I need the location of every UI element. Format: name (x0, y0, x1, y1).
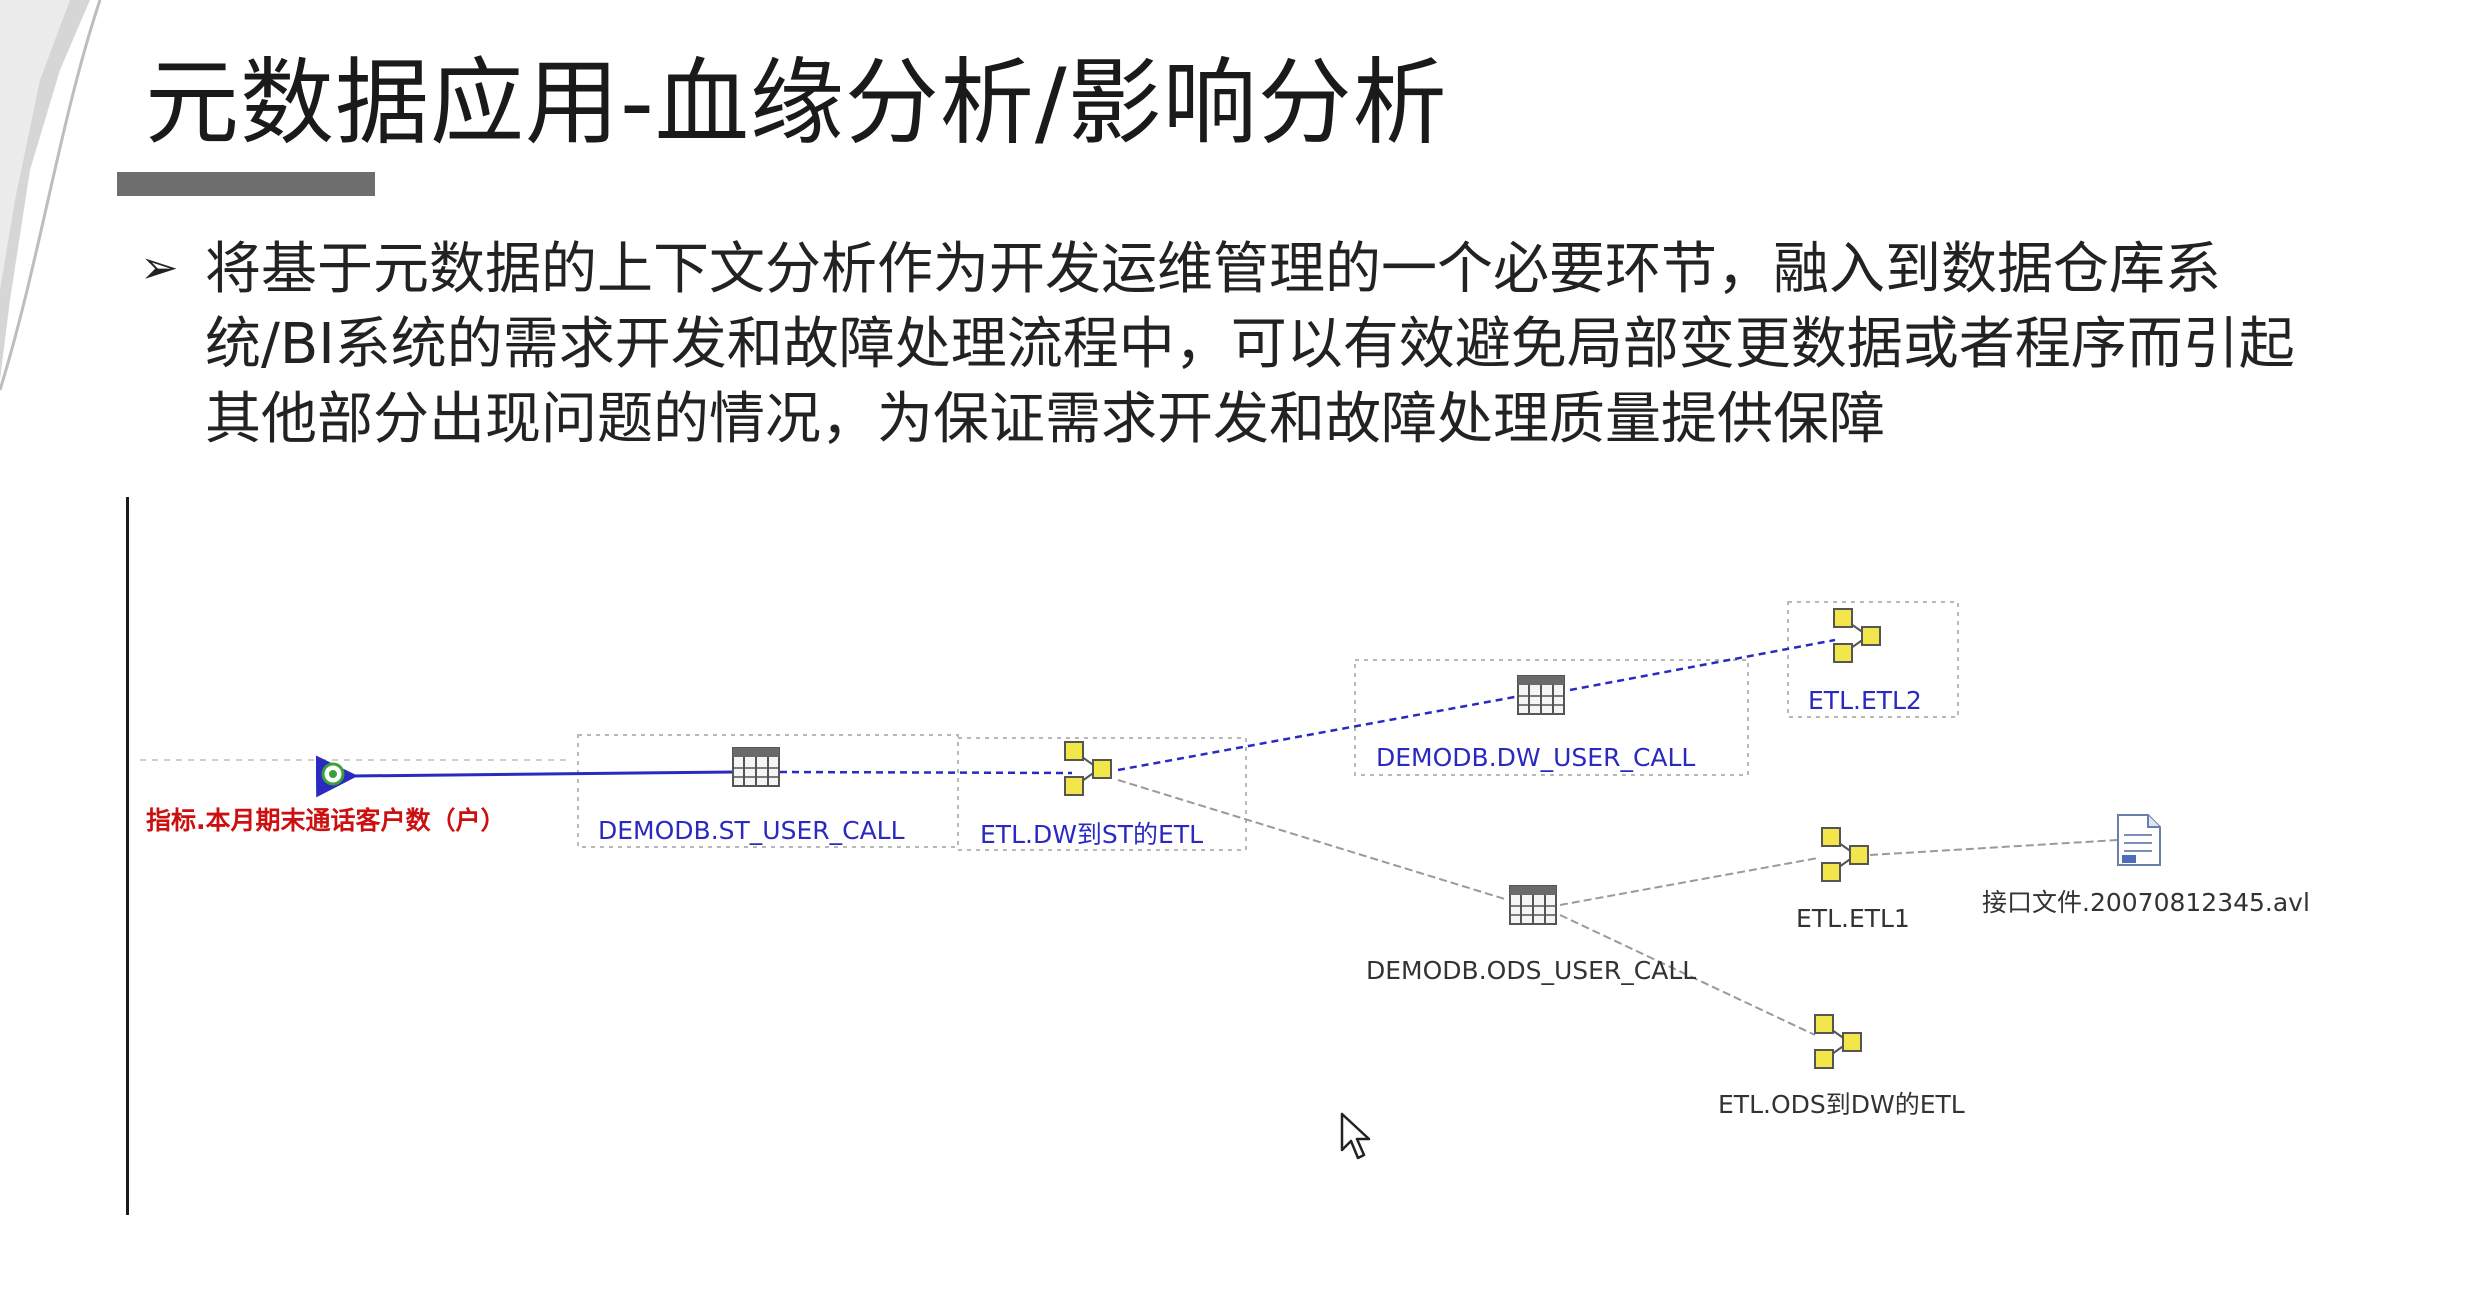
node-label-etl-dw-st[interactable]: ETL.DW到ST的ETL (980, 820, 1204, 849)
database-table-icon[interactable] (732, 747, 780, 787)
node-label-st-user-call[interactable]: DEMODB.ST_USER_CALL (598, 816, 905, 845)
document-file-icon[interactable] (2117, 814, 2161, 866)
impact-edge (1559, 914, 1816, 1036)
indicator-label[interactable]: 指标.本月期末通话客户数（户） (146, 806, 506, 835)
selection-frame[interactable] (1787, 601, 1959, 718)
bullet-arrow-icon: ➢ (140, 240, 179, 294)
mouse-cursor-icon (1340, 1112, 1371, 1160)
lineage-edge (1117, 694, 1521, 772)
slide-title: 元数据应用-血缘分析/影响分析 (145, 49, 1448, 158)
lineage-edge (779, 770, 1073, 775)
selection-frame[interactable] (1354, 659, 1749, 776)
selection-frame[interactable] (957, 737, 1247, 851)
bullet-text: 将基于元数据的上下文分析作为开发运维管理的一个必要环节，融入到数据仓库系统/BI… (205, 237, 2295, 452)
etl-process-icon[interactable] (1064, 741, 1112, 796)
node-label-dw-user-call[interactable]: DEMODB.DW_USER_CALL (1376, 743, 1696, 772)
impact-edge (1559, 857, 1819, 906)
node-label-etl-etl2[interactable]: ETL.ETL2 (1808, 686, 1922, 715)
bullet-point: ➢ 将基于元数据的上下文分析作为开发运维管理的一个必要环节，融入到数据仓库系统/… (140, 232, 2340, 494)
node-label-etl-etl1[interactable]: ETL.ETL1 (1796, 904, 1910, 933)
lineage-edge (1569, 638, 1836, 692)
diagram-frame-line (126, 497, 129, 1215)
node-label-ods-user-call[interactable]: DEMODB.ODS_USER_CALL (1366, 956, 1697, 985)
title-underline (117, 172, 375, 196)
etl-process-icon[interactable] (1814, 1014, 1862, 1069)
etl-process-icon[interactable] (1821, 827, 1869, 882)
database-table-icon[interactable] (1509, 885, 1557, 925)
lineage-edge (315, 755, 736, 798)
node-label-etl-ods-dw[interactable]: ETL.ODS到DW的ETL (1718, 1090, 1965, 1119)
impact-edge (1117, 779, 1509, 901)
impact-edge (1869, 839, 2119, 856)
database-table-icon[interactable] (1517, 675, 1565, 715)
etl-process-icon[interactable] (1833, 608, 1881, 663)
node-label-interface-file[interactable]: 接口文件.20070812345.avl (1982, 888, 2310, 917)
indicator-target-icon[interactable] (321, 762, 345, 786)
